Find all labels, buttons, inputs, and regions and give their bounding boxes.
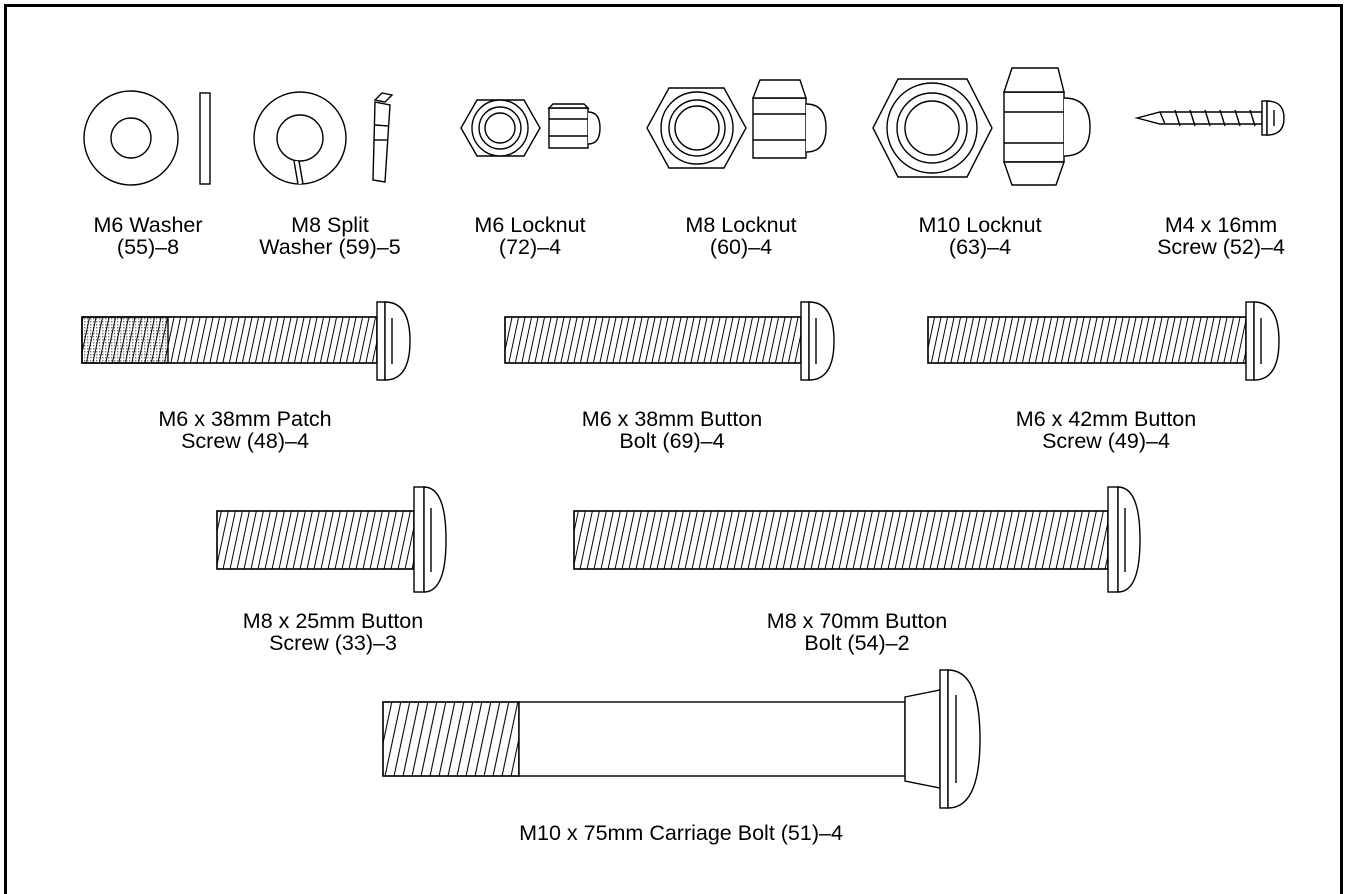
m10-locknut-drawing — [872, 67, 1091, 186]
m6-patch-screw-drawing — [81, 301, 411, 381]
m6-button-bolt-drawing — [504, 301, 835, 381]
label-m6-locknut: M6 Locknut(72)–4 — [474, 213, 586, 259]
label-m10-carriage-bolt: M10 x 75mm Carriage Bolt (51)–4 — [519, 821, 843, 845]
m6-locknut-drawing — [460, 99, 601, 157]
m10-carriage-bolt-drawing — [382, 669, 981, 809]
label-m6-washer: M6 Washer(55)–8 — [93, 213, 203, 259]
m8-locknut-drawing — [646, 79, 827, 169]
label-m8-locknut: M8 Locknut(60)–4 — [685, 213, 797, 259]
m6-button-screw-drawing — [927, 301, 1280, 381]
m4-screw-drawing — [1134, 100, 1285, 136]
m6-washer-drawing — [83, 90, 211, 186]
m8-button-screw-drawing — [216, 486, 447, 593]
label-m10-locknut: M10 Locknut(63)–4 — [918, 213, 1042, 259]
m8-split-washer-drawing — [253, 91, 394, 185]
m8-button-bolt-drawing — [573, 486, 1141, 593]
diagram-frame — [4, 4, 1343, 894]
